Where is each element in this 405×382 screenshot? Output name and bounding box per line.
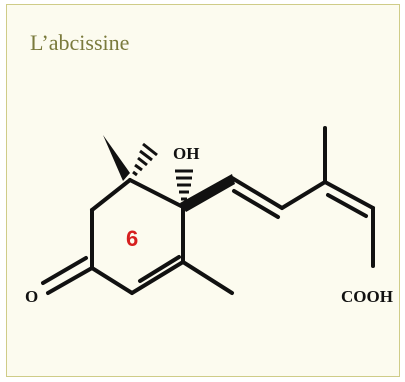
hashed-bond-c1-methyl — [132, 142, 158, 177]
bond-c4-c5 — [130, 260, 185, 295]
wedge-bond-c1-methyl — [103, 135, 130, 181]
bond-c3-c4 — [90, 266, 134, 295]
bond-c5-methyl — [181, 260, 234, 295]
bond-chain-3-double — [326, 193, 368, 218]
bond-chain-1 — [230, 176, 284, 210]
figure-title: L’abcissine — [30, 30, 130, 55]
wedge-bond-c6-chain — [180, 174, 235, 212]
bond-chain-2 — [280, 180, 327, 210]
hydroxyl-label: OH — [173, 144, 199, 163]
hashed-bond-c6-hydroxyl — [175, 169, 193, 201]
bond-c4-c5-double — [138, 255, 181, 283]
bond-chain-3 — [323, 180, 375, 210]
bond-c3-oxygen-double — [41, 256, 88, 285]
ring-size-label: 6 — [126, 226, 138, 251]
bond-c3-oxygen — [46, 266, 94, 295]
bond-chain-1-double — [232, 189, 280, 219]
bond-c1-c2 — [90, 178, 132, 212]
bond-c6-c1 — [128, 178, 185, 209]
carboxyl-label: COOH — [341, 287, 393, 306]
ketone-oxygen-label: O — [25, 287, 38, 306]
